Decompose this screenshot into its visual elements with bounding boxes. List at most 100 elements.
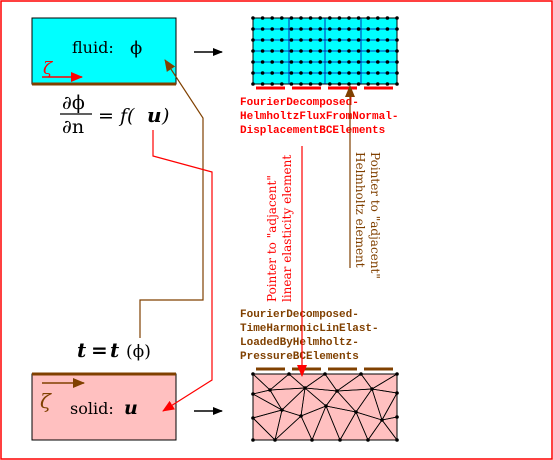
traction-lhs: t — [77, 338, 87, 362]
fluid-mesh-node — [366, 38, 371, 42]
fluid-mesh-node — [280, 38, 284, 42]
fluid-mesh-node — [337, 71, 342, 75]
fluid-mesh-node — [347, 27, 351, 31]
solid-mesh-node — [338, 438, 342, 442]
fluid-mesh-node — [299, 16, 303, 20]
fluid-mesh-node — [366, 49, 371, 53]
fluid-mesh-node — [356, 27, 361, 31]
fluid-mesh-node — [385, 71, 390, 75]
fluid-mesh-node — [328, 27, 332, 31]
fluid-mesh-node — [328, 82, 332, 86]
fluid-mesh-node — [385, 38, 390, 42]
fluid-mesh-node — [280, 60, 284, 64]
fluid-mesh-node — [289, 71, 294, 75]
fluid-mesh-node — [347, 16, 351, 20]
fluid-mesh-node — [251, 82, 255, 86]
fluid-mesh-node — [260, 27, 265, 31]
fluid-mesh-node — [308, 60, 313, 64]
fluid-mesh-node — [366, 16, 371, 20]
helmholtz-bc-line-3: DisplacementBCElements — [240, 125, 385, 137]
fluid-mesh-node — [299, 49, 303, 53]
solid-mesh-node — [370, 387, 374, 391]
fluid-mesh-node — [280, 71, 284, 75]
solid-zeta-symbol: ζ — [40, 389, 52, 413]
helmholtz-bc-line-2: HelmholtzFluxFromNormal- — [240, 111, 398, 123]
pointer-elasticity-line-1: Pointer to "adjacent" — [265, 175, 279, 302]
flux-rhs-prefix: = f( — [98, 105, 135, 127]
solid-mesh-triangle — [252, 417, 276, 441]
fluid-mesh-node — [318, 60, 323, 64]
fluid-mesh-node — [376, 16, 380, 20]
fluid-mesh-node — [328, 49, 332, 53]
fluid-mesh-node — [260, 49, 265, 53]
fluid-mesh-node — [395, 82, 399, 86]
fluid-mesh-node — [347, 82, 351, 86]
elastic-bc-label: FourierDecomposed- TimeHarmonicLinElast-… — [240, 309, 379, 363]
solid-mesh-node — [251, 438, 255, 442]
traction-to-fluid-connector — [139, 59, 204, 338]
fluid-mesh-node — [289, 49, 294, 53]
fluid-mesh-node — [328, 71, 332, 75]
fluid-mesh-node — [385, 49, 390, 53]
elastic-bc-line-2: TimeHarmonicLinElast- — [240, 323, 379, 335]
fluid-mesh-node — [366, 60, 371, 64]
fluid-mesh-node — [328, 16, 332, 20]
solid-mesh-node — [354, 410, 358, 414]
fluid-mesh-node — [299, 60, 303, 64]
fluid-mesh-node — [347, 60, 351, 64]
fluid-mesh-node — [385, 27, 390, 31]
fluid-mesh-node — [337, 38, 342, 42]
fluid-zeta-symbol: ζ — [43, 59, 54, 79]
fluid-mesh-node — [251, 27, 255, 31]
fluid-mesh-node — [280, 16, 284, 20]
fluid-mesh-node — [289, 16, 294, 20]
fluid-mesh-node — [347, 71, 351, 75]
fluid-mesh-node — [356, 60, 361, 64]
fluid-mesh-node — [270, 16, 275, 20]
fluid-mesh-node — [385, 16, 390, 20]
fluid-mesh-node — [347, 49, 351, 53]
fluid-mesh-node — [289, 38, 294, 42]
solid-mesh-node — [335, 389, 339, 393]
fluid-mesh-node — [251, 49, 255, 53]
fluid-mesh-node — [395, 16, 399, 20]
solid-mesh-node — [359, 372, 363, 376]
fluid-mesh-node — [337, 27, 342, 31]
fluid-mesh-node — [308, 38, 313, 42]
fluid-mesh-node — [337, 16, 342, 20]
solid-mesh-node — [395, 438, 399, 442]
pointer-to-elasticity-text: Pointer to "adjacent" linear elasticity … — [265, 155, 294, 302]
fluid-mesh-node — [395, 38, 399, 42]
pointer-helmholtz-line-1: Pointer to "adjacent" — [368, 152, 382, 279]
fluid-mesh-node — [356, 38, 361, 42]
fluid-mesh-node — [308, 16, 313, 20]
fluid-mesh-node — [376, 27, 380, 31]
fluid-label: fluid: — [72, 38, 114, 57]
fluid-mesh-node — [299, 82, 303, 86]
fluid-mesh-node — [251, 71, 255, 75]
fluid-mesh-node — [376, 49, 380, 53]
fluid-box: fluid: ϕ ζ — [31, 17, 177, 86]
fluid-mesh-node — [318, 71, 323, 75]
solid-mesh-triangle — [381, 416, 398, 442]
fluid-mesh-node — [289, 60, 294, 64]
solid-box-fill — [31, 373, 177, 441]
fluid-mesh-node — [356, 71, 361, 75]
solid-mesh-node — [303, 386, 307, 390]
helmholtz-bc-label: FourierDecomposed- HelmholtzFluxFromNorm… — [240, 97, 398, 137]
fluid-mesh-node — [251, 60, 255, 64]
fluid-mesh-node — [347, 38, 351, 42]
traction-arg: (ϕ) — [126, 342, 151, 362]
fluid-mesh-node — [270, 27, 275, 31]
fluid-mesh-node — [270, 71, 275, 75]
solid-mesh-node — [251, 416, 255, 420]
solid-mesh-node — [273, 438, 277, 442]
elastic-bc-line-1: FourierDecomposed- — [240, 309, 359, 321]
solid-mesh-node — [299, 414, 303, 418]
traction-equals: = — [91, 338, 108, 362]
fluid-mesh-node — [299, 38, 303, 42]
fluid-mesh-node — [366, 82, 371, 86]
flux-equation: ∂ϕ ∂n = f( u ) — [60, 92, 169, 138]
fluid-mesh-node — [299, 71, 303, 75]
